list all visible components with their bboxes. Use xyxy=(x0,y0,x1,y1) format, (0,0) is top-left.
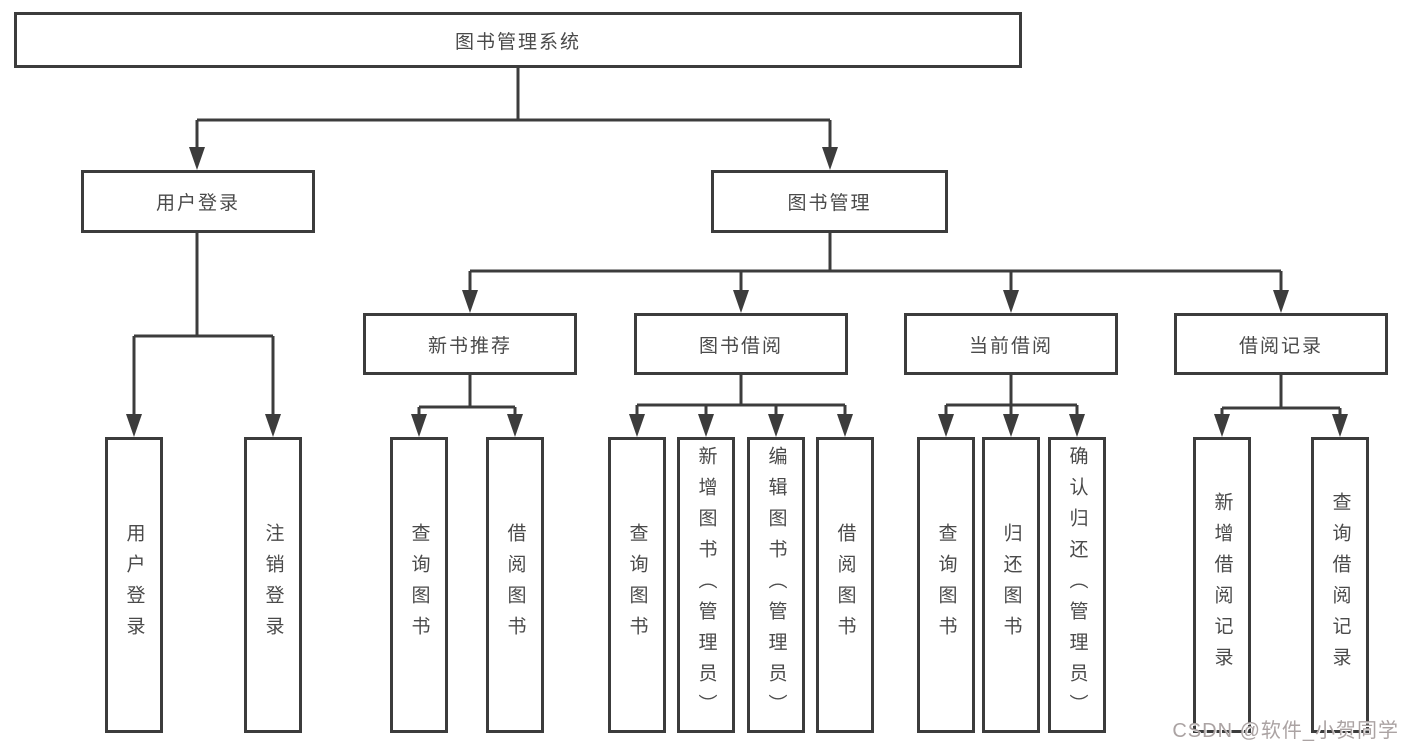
node-user-login: 用户登录 xyxy=(81,170,315,233)
node-book-manage: 图书管理 xyxy=(711,170,948,233)
leaf-br-add-record: 新增借阅记录 xyxy=(1193,437,1251,733)
leaf-logout: 注销登录 xyxy=(244,437,302,733)
leaf-label: 查询借阅记录 xyxy=(1329,492,1351,678)
leaf-bb-borrow-books: 借阅图书 xyxy=(816,437,874,733)
leaf-user-login: 用户登录 xyxy=(105,437,163,733)
leaf-bb-query-books: 查询图书 xyxy=(608,437,666,733)
leaf-label: 注销登录 xyxy=(262,523,284,647)
leaf-rec-query-books: 查询图书 xyxy=(390,437,448,733)
leaf-label: 确认归还（管理员） xyxy=(1066,445,1088,725)
leaf-bb-add-books-admin: 新增图书（管理员） xyxy=(677,437,735,733)
node-book-borrow: 图书借阅 xyxy=(634,313,848,375)
leaf-cb-confirm-return-admin: 确认归还（管理员） xyxy=(1048,437,1106,733)
leaf-label: 归还图书 xyxy=(1000,523,1022,647)
node-borrow-records: 借阅记录 xyxy=(1174,313,1388,375)
leaf-cb-return-books: 归还图书 xyxy=(982,437,1040,733)
leaf-bb-edit-books-admin: 编辑图书（管理员） xyxy=(747,437,805,733)
leaf-label: 查询图书 xyxy=(408,523,430,647)
leaf-cb-query-books: 查询图书 xyxy=(917,437,975,733)
leaf-label: 编辑图书（管理员） xyxy=(765,445,787,725)
leaf-label: 借阅图书 xyxy=(834,523,856,647)
connector-path xyxy=(132,68,1342,418)
leaf-label: 新增图书（管理员） xyxy=(695,445,717,725)
leaf-label: 借阅图书 xyxy=(504,523,526,647)
arrowheads xyxy=(126,147,1348,437)
node-root: 图书管理系统 xyxy=(14,12,1022,68)
leaf-label: 查询图书 xyxy=(935,523,957,647)
leaf-label: 用户登录 xyxy=(123,523,145,647)
leaf-label: 新增借阅记录 xyxy=(1211,492,1233,678)
leaf-label: 查询图书 xyxy=(626,523,648,647)
node-current-borrow: 当前借阅 xyxy=(904,313,1118,375)
watermark: CSDN @软件_小贺同学 xyxy=(1172,720,1399,742)
leaf-rec-borrow-books: 借阅图书 xyxy=(486,437,544,733)
leaf-br-query-record: 查询借阅记录 xyxy=(1311,437,1369,733)
node-new-book-rec: 新书推荐 xyxy=(363,313,577,375)
